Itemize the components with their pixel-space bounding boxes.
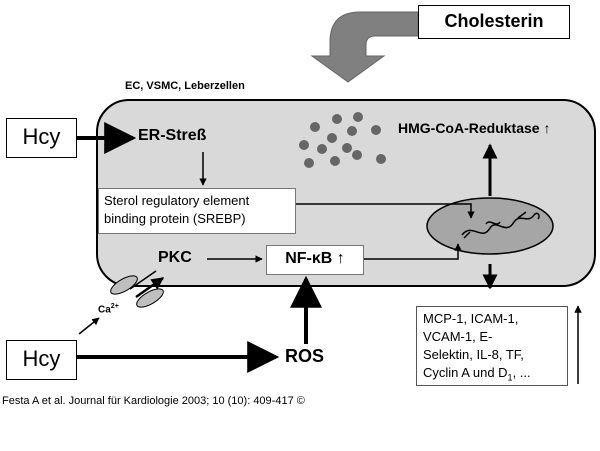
srebp-box: Sterol regulatory element binding protei… xyxy=(98,188,296,234)
products-line4-sub: 1 xyxy=(507,372,513,383)
calcium-to-pkc-arrow xyxy=(135,276,165,299)
calcium-charge: 2+ xyxy=(110,303,119,310)
cell-types-label: EC, VSMC, Leberzellen xyxy=(125,80,245,92)
cholesterin-box: Cholesterin xyxy=(418,5,570,39)
lipid-droplets xyxy=(299,112,386,168)
calcium-to-pkc-arrow-2 xyxy=(129,270,157,290)
pkc-label: PKC xyxy=(158,249,192,266)
nfkb-label: NF-κB ↑ xyxy=(285,250,345,267)
cholesterin-label: Cholesterin xyxy=(444,11,544,31)
products-line1: MCP-1, ICAM-1, xyxy=(423,311,519,326)
calcium-influx-arrow xyxy=(78,317,100,335)
srebp-label-line1: Sterol regulatory element xyxy=(104,193,250,208)
srebp-label-line2: binding protein (SREBP) xyxy=(104,211,246,226)
products-line4-suffix: , ... xyxy=(512,365,531,380)
nfkb-to-nucleus-arrow xyxy=(364,243,462,260)
calcium-channel-left xyxy=(110,275,138,295)
products-line4: Cyclin A und D1, ... xyxy=(423,365,531,383)
gene-products-box: MCP-1, ICAM-1, VCAM-1, E- Selektin, IL-8… xyxy=(416,306,568,386)
hcy-box-bottom: Hcy xyxy=(6,340,77,380)
hcy-box-top: Hcy xyxy=(6,118,77,158)
nucleus xyxy=(426,197,554,255)
products-line4-prefix: Cyclin A und D xyxy=(423,365,508,380)
srebp-to-nucleus-arrow xyxy=(294,203,475,219)
products-line3: Selektin, IL-8, TF, xyxy=(423,347,524,362)
dna-strand xyxy=(461,211,540,239)
calcium-symbol: Ca xyxy=(98,304,111,316)
calcium-channel-right xyxy=(136,288,164,308)
products-line2: VCAM-1, E- xyxy=(423,329,493,344)
hcy-label-bottom: Hcy xyxy=(22,346,61,371)
hmg-coa-reductase-label: HMG-CoA-Reduktase ↑ xyxy=(398,120,551,136)
nfkb-box: NF-κB ↑ xyxy=(266,245,364,275)
ros-label: ROS xyxy=(285,346,325,366)
calcium-label: Ca2+ xyxy=(98,303,119,315)
citation: Festa A et al. Journal für Kardiologie 2… xyxy=(2,395,305,407)
er-stress-label: ER-Streß xyxy=(138,127,207,144)
cholesterin-uptake-arrow xyxy=(310,11,419,83)
hcy-label-top: Hcy xyxy=(22,124,61,149)
